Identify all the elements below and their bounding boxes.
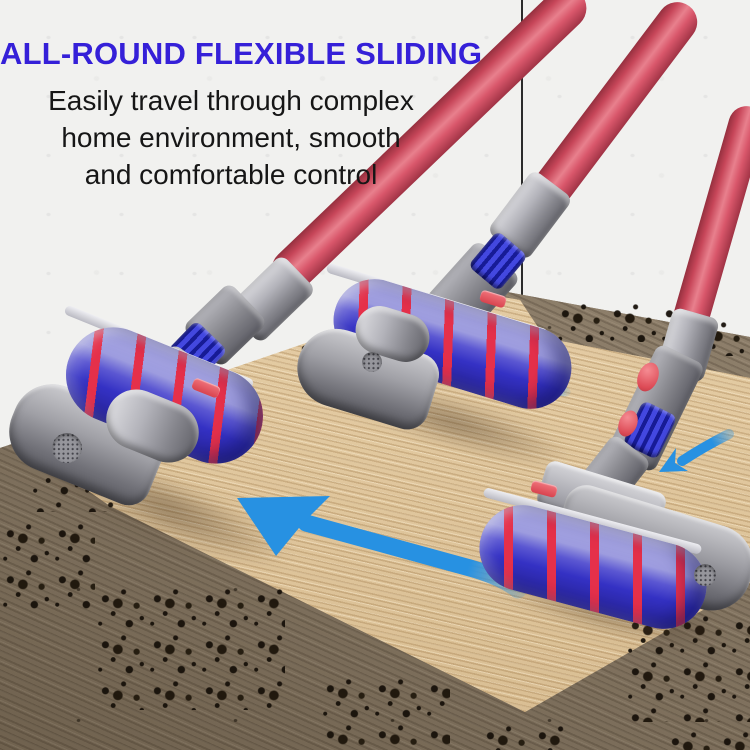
subtitle: Easily travel through complex home envir…	[0, 82, 462, 193]
subtitle-line-1: Easily travel through complex	[48, 85, 414, 116]
subtitle-line-2: home environment, smooth	[61, 122, 401, 153]
dirt-cluster	[555, 300, 685, 342]
marketing-copy: ALL-ROUND FLEXIBLE SLIDING Easily travel…	[0, 36, 483, 193]
right-speaker-dots	[694, 564, 716, 586]
middle-speaker-dots	[362, 352, 382, 372]
subtitle-line-3: and comfortable control	[84, 159, 378, 190]
dirt-cluster	[0, 520, 95, 615]
big-sweep-arrow-icon	[237, 496, 527, 599]
vertical-divider-line	[521, 0, 523, 300]
dirt-cluster	[665, 728, 750, 750]
dirt-cluster	[480, 722, 570, 750]
dirt-cluster	[320, 675, 450, 745]
dirt-cluster	[95, 585, 285, 710]
left-speaker-dots	[52, 433, 82, 463]
diagonal-arrow-icon	[659, 429, 734, 472]
dirt-cluster	[625, 612, 750, 722]
page-title: ALL-ROUND FLEXIBLE SLIDING	[0, 36, 483, 71]
